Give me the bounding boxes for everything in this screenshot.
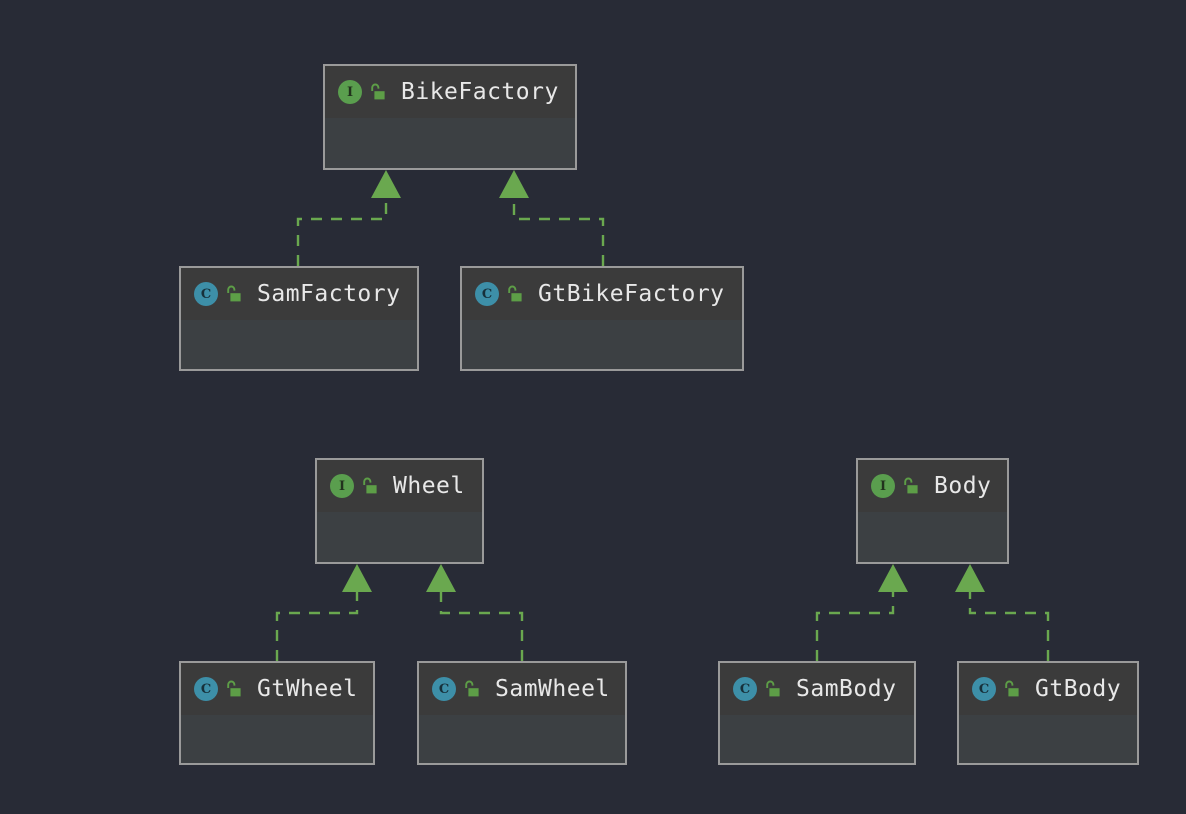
node-header: C SamWheel xyxy=(419,663,625,715)
edge-samfactory-bikefactory[interactable] xyxy=(296,170,401,266)
uml-node-gtbikefactory[interactable]: C GtBikeFactory xyxy=(460,266,744,371)
edge-arrowhead xyxy=(371,170,401,198)
uml-node-samwheel[interactable]: C SamWheel xyxy=(417,661,627,765)
unlocked-padlock-icon xyxy=(1005,680,1019,697)
edge-arrowhead xyxy=(878,564,908,592)
interface-icon: I xyxy=(338,80,362,104)
edge-arrowhead xyxy=(499,170,529,198)
uml-node-gtwheel[interactable]: C GtWheel xyxy=(179,661,375,765)
class-icon: C xyxy=(194,282,218,306)
uml-node-sambody[interactable]: C SamBody xyxy=(718,661,916,765)
uml-node-wheel[interactable]: I Wheel xyxy=(315,458,484,564)
node-title: BikeFactory xyxy=(401,79,559,105)
edge-samwheel-wheel[interactable] xyxy=(426,564,524,661)
class-icon: C xyxy=(475,282,499,306)
uml-node-body[interactable]: I Body xyxy=(856,458,1009,564)
node-title: GtBody xyxy=(1035,676,1122,702)
node-members-area xyxy=(720,715,914,763)
node-members-area xyxy=(462,320,742,369)
node-title: Body xyxy=(934,473,992,499)
node-members-area xyxy=(959,715,1137,763)
edge-line xyxy=(439,590,524,661)
unlocked-padlock-icon xyxy=(227,285,241,302)
node-header: C GtWheel xyxy=(181,663,373,715)
uml-node-bikefactory[interactable]: I BikeFactory xyxy=(323,64,577,170)
node-members-area xyxy=(317,512,482,562)
node-members-area xyxy=(419,715,625,763)
unlocked-padlock-icon xyxy=(227,680,241,697)
interface-icon: I xyxy=(330,474,354,498)
edge-gtbikefactory-bikefactory[interactable] xyxy=(499,170,605,266)
edge-gtbody-body[interactable] xyxy=(955,564,1050,661)
node-members-area xyxy=(325,118,575,168)
node-title: SamFactory xyxy=(257,281,401,307)
node-header: C GtBikeFactory xyxy=(462,268,742,320)
node-title: SamWheel xyxy=(495,676,610,702)
unlocked-padlock-icon xyxy=(363,477,377,494)
class-icon: C xyxy=(972,677,996,701)
uml-node-samfactory[interactable]: C SamFactory xyxy=(179,266,419,371)
node-header: C GtBody xyxy=(959,663,1137,715)
node-title: GtBikeFactory xyxy=(538,281,725,307)
edge-line xyxy=(275,590,359,661)
node-header: I BikeFactory xyxy=(325,66,575,118)
uml-node-gtbody[interactable]: C GtBody xyxy=(957,661,1139,765)
class-icon: C xyxy=(432,677,456,701)
edge-line xyxy=(968,590,1050,661)
edge-line xyxy=(512,196,605,266)
unlocked-padlock-icon xyxy=(508,285,522,302)
edge-arrowhead xyxy=(342,564,372,592)
edge-gtwheel-wheel[interactable] xyxy=(275,564,372,661)
unlocked-padlock-icon xyxy=(766,680,780,697)
edge-arrowhead xyxy=(426,564,456,592)
node-members-area xyxy=(181,715,373,763)
node-title: GtWheel xyxy=(257,676,358,702)
edge-line xyxy=(296,196,388,266)
edge-line xyxy=(815,590,895,661)
node-header: I Body xyxy=(858,460,1007,512)
node-members-area xyxy=(181,320,417,369)
node-title: SamBody xyxy=(796,676,897,702)
unlocked-padlock-icon xyxy=(371,83,385,100)
class-icon: C xyxy=(194,677,218,701)
unlocked-padlock-icon xyxy=(465,680,479,697)
edge-sambody-body[interactable] xyxy=(815,564,908,661)
edge-arrowhead xyxy=(955,564,985,592)
node-header: C SamBody xyxy=(720,663,914,715)
interface-icon: I xyxy=(871,474,895,498)
node-header: C SamFactory xyxy=(181,268,417,320)
unlocked-padlock-icon xyxy=(904,477,918,494)
node-title: Wheel xyxy=(393,473,465,499)
node-members-area xyxy=(858,512,1007,562)
class-icon: C xyxy=(733,677,757,701)
node-header: I Wheel xyxy=(317,460,482,512)
